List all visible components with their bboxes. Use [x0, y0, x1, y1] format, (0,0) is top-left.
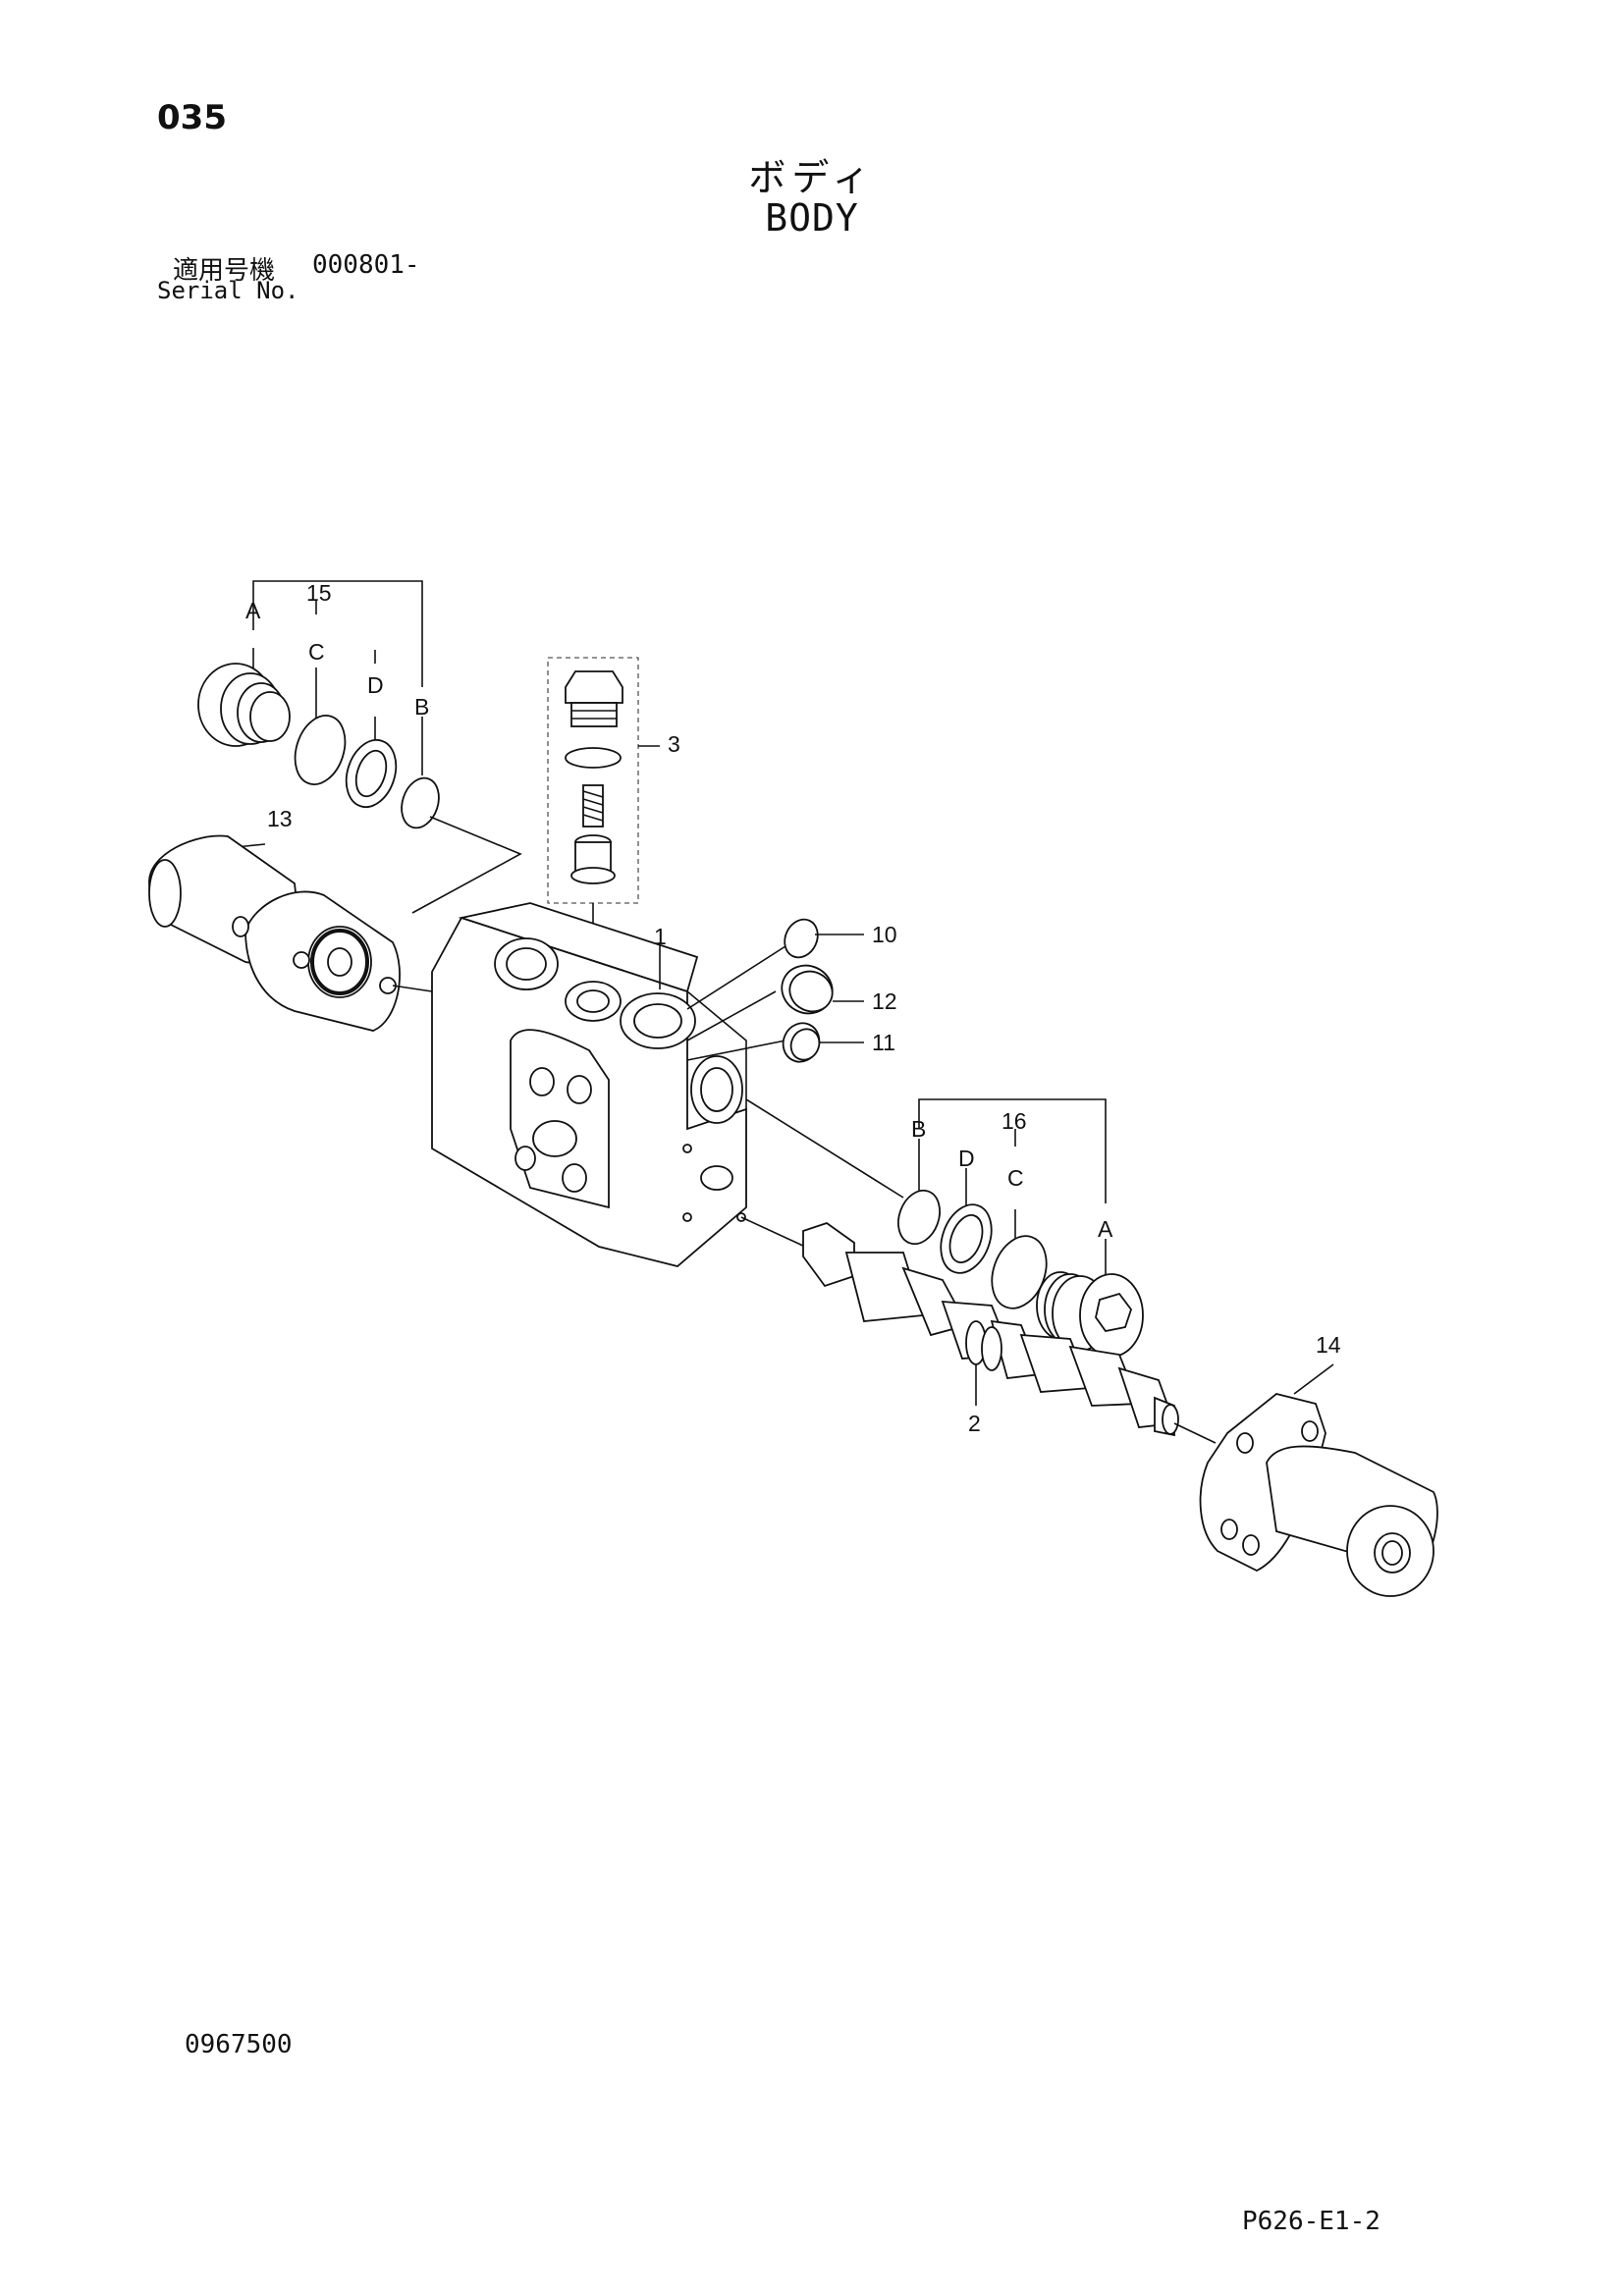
sheet-code: P626-E1-2 [1242, 2207, 1380, 2236]
o-ring-16b [897, 1189, 941, 1246]
callout-16: 16 [1001, 1108, 1027, 1134]
ring-11 [782, 1022, 821, 1063]
callout-15-c: C [308, 639, 325, 665]
callout-10: 10 [872, 922, 897, 947]
ring-10 [784, 918, 819, 959]
poppet-3 [570, 834, 616, 884]
callout-16-c: C [1007, 1165, 1024, 1191]
callout-15-b: B [414, 694, 429, 720]
backup-ring-15d [345, 738, 398, 809]
spring-3 [582, 784, 604, 828]
callout-15-a: A [245, 598, 261, 623]
title-english: BODY [765, 196, 859, 240]
plug-15a [197, 663, 291, 747]
callout-16-b: B [911, 1116, 926, 1142]
o-ring-16c [991, 1235, 1048, 1309]
part-14-cover [1199, 1363, 1438, 1597]
o-ring-15b [401, 776, 440, 829]
part-16-group [897, 1098, 1144, 1358]
serial-value: 000801- [312, 250, 420, 280]
part-2-spool [802, 1222, 1217, 1444]
part-1-body [431, 902, 904, 1267]
serial-label-japanese: 適用号機 [173, 256, 276, 286]
ring-12 [781, 964, 834, 1015]
plug-3 [565, 670, 623, 727]
callout-16-d: D [958, 1146, 975, 1171]
callout-12: 12 [872, 988, 897, 1014]
serial-label-english: Serial No. [157, 277, 299, 304]
callout-11: 11 [872, 1030, 895, 1055]
callout-1: 1 [654, 924, 667, 949]
title-japanese: ボディ [748, 156, 876, 199]
callout-15-d: D [367, 672, 384, 698]
callout-15: 15 [306, 580, 332, 606]
callout-2: 2 [968, 1411, 981, 1436]
o-ring-15c [294, 715, 347, 785]
part-3-group [547, 657, 660, 1001]
part-13-cover [148, 834, 433, 1032]
plug-16a [1036, 1271, 1144, 1358]
callout-16-a: A [1098, 1216, 1113, 1242]
o-ring-3 [565, 747, 622, 769]
callout-3: 3 [668, 731, 680, 757]
backup-ring-16d [940, 1203, 993, 1274]
callout-14: 14 [1316, 1332, 1341, 1358]
drawing-number: 0967500 [185, 2030, 293, 2059]
callout-13: 13 [267, 806, 293, 831]
page-number: 035 [157, 98, 227, 137]
part-15-group [197, 580, 522, 914]
